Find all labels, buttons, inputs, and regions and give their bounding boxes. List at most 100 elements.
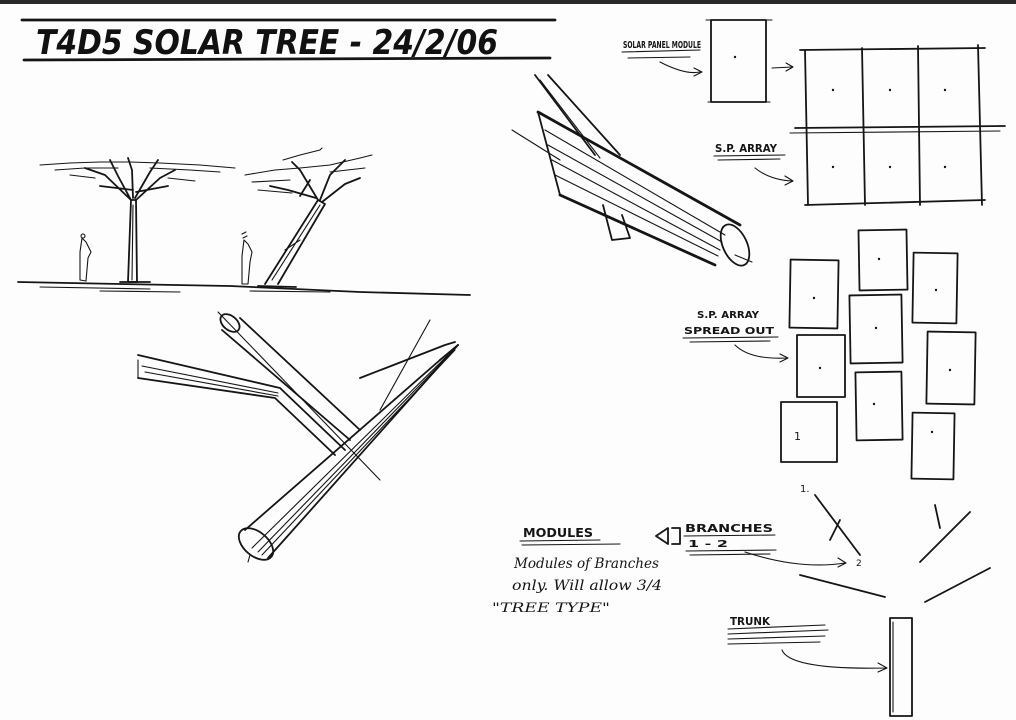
solar-panel-arrow [659,61,701,74]
branches-sub-label: 1 - 2 [688,539,728,550]
main-tube-guideline [247,319,431,563]
spread-panel-mark: 1 [794,430,801,443]
tree-one-canopy [39,161,236,182]
skeleton-branches [799,494,991,603]
spread-panel [848,293,904,365]
speaker-icon [655,527,681,545]
module-to-array-arrow [771,62,794,72]
page-title: T4D5 SOLAR TREE - 24/2/06 [36,23,498,63]
spread-dot [872,402,876,406]
modules-heading: MODULES [523,526,593,540]
array-dot [831,165,835,169]
top-border [0,0,1016,4]
spread-label-underline [682,336,779,343]
branches-callout: BRANCHES 1 - 2 [655,522,847,568]
spread-dot [930,430,934,434]
tree-two [244,147,373,288]
spread-dot [934,288,938,292]
human-figure-one-head [80,233,86,239]
solar-panel-arrowhead [693,67,703,77]
spread-dot [812,296,816,300]
solar-panel-underline [621,49,701,59]
human-figure-two-head [241,231,248,239]
trunk-arrow [781,649,888,673]
spread-panel [788,258,840,330]
branch-mark-one: 1. [800,484,810,495]
solar-panel-module: SOLAR PANEL MODULE [621,19,794,103]
modules-note-line-2: only. Will allow 3/4 [512,578,662,594]
branch-joint-detail [137,311,459,563]
solar-panel-edges [705,19,773,103]
upper-tube-outline [221,317,361,441]
trunk-label: TRUNK [730,615,770,628]
tree-skeleton: 1. 2 TRUNK [727,484,991,717]
tube-bracket [602,204,631,241]
spread-panel [854,370,904,442]
array-dot [943,165,947,169]
side-branch-shading [137,359,279,397]
modules-underline [519,539,621,546]
tube-connector-detail [511,74,753,267]
sp-array-arrow [754,167,794,186]
title-block: T4D5 SOLAR TREE - 24/2/06 [20,18,557,63]
upper-tube-guideline [217,311,381,481]
tree-two-trunk [264,199,326,285]
modules-note-line-1: Modules of Branches [513,556,659,572]
human-figure-two [241,231,253,285]
human-figure-one-body [79,237,92,282]
sp-array-underline [713,154,786,161]
branches-arrow [744,551,847,568]
tube-tail [734,254,753,263]
array-dot [831,88,835,92]
array-horizontal-lines [794,47,1006,206]
tree-two-branches [269,159,361,203]
branch-mark-two: 2 [856,559,862,569]
human-figure-two-body [241,239,253,285]
tree-two-trunk-shade [271,204,321,281]
array-dot [943,88,947,92]
connector-rod [534,74,621,156]
solar-panel-rect [710,19,767,103]
spread-label-line-2: SPREAD OUT [684,326,774,337]
main-tube-shading [251,349,456,556]
ground-line [17,281,471,296]
spread-dot [818,366,822,370]
side-branch-outline [137,354,346,456]
sp-array-label: S.P. ARRAY [715,142,778,155]
solar-panel-label: SOLAR PANEL MODULE [623,40,701,51]
branches-label: BRANCHES [685,522,773,535]
title-underline [22,56,552,62]
modules-note: MODULES Modules of Branches only. Will a… [492,526,662,616]
spread-panel [911,251,959,325]
human-figure-one [79,233,92,282]
tree-one [39,157,236,283]
spread-panel [857,228,909,292]
spread-array: S.P. ARRAY SPREAD OUT 1 [682,228,977,481]
tree-two-canopy [244,147,373,194]
skeleton-trunk [889,617,913,717]
tree-one-branches [84,157,176,201]
branches-underline [683,534,777,556]
array-dot [888,88,892,92]
main-tube-top [359,341,459,379]
tube-far-end [719,223,751,267]
tree-two-base [257,285,297,288]
array-vertical-lines [804,44,983,206]
array-dot [888,165,892,169]
spread-dot [874,326,878,330]
spread-dot [948,368,952,372]
tube-outline [536,110,742,267]
trunk-underline [727,624,829,645]
main-tube-end [237,527,275,561]
spread-panel [796,334,846,398]
spread-dot [877,257,881,261]
ground-hatching [39,286,331,293]
array-double-line [789,130,1001,134]
modules-note-line-3: "TREE TYPE" [492,601,610,616]
solar-panel-dot [733,55,737,59]
spread-panel [780,401,838,463]
tree-elevation-sketch [17,147,471,296]
array-cell-dots [831,88,947,169]
solar-panel-array: S.P. ARRAY [713,44,1006,206]
